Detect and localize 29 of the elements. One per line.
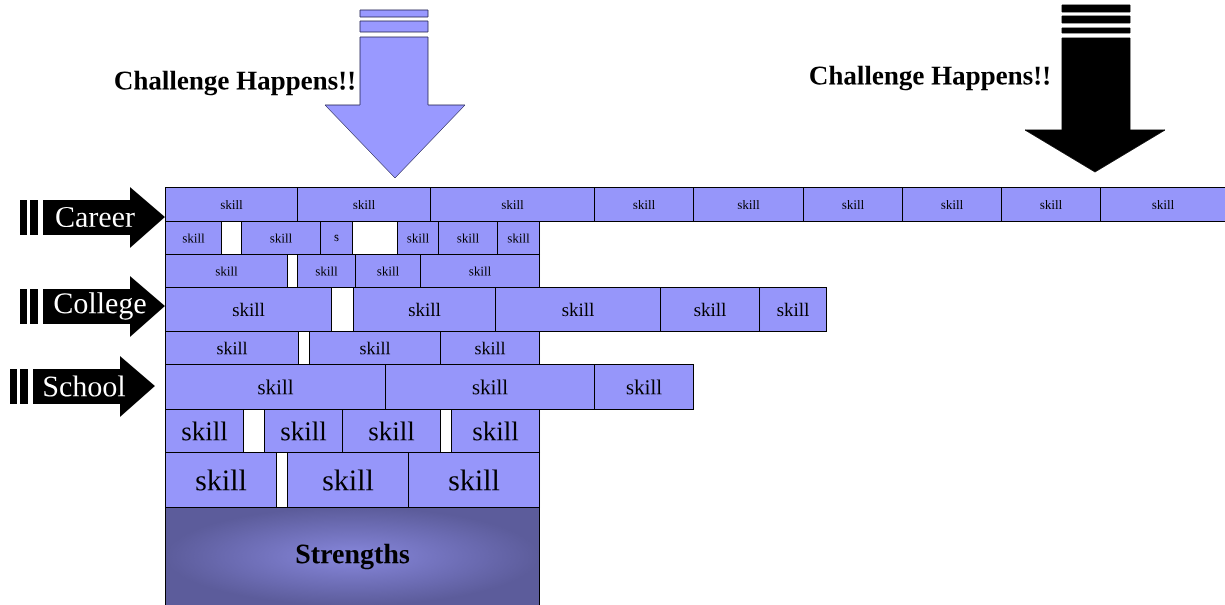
- skill-brick: skill: [451, 409, 540, 453]
- skill-brick: skill: [438, 221, 498, 255]
- skill-brick: skill: [165, 331, 299, 365]
- foundation-block: Strengths: [165, 507, 540, 605]
- skill-brick: skill: [759, 287, 827, 332]
- skill-brick: skill: [693, 187, 804, 222]
- skill-brick: skill: [902, 187, 1002, 222]
- skill-brick: skill: [397, 221, 439, 255]
- callout-text: Challenge Happens!!: [115, 70, 354, 96]
- skill-brick: skill: [440, 331, 540, 365]
- skill-brick: skill: [287, 452, 409, 508]
- skill-brick: skill: [594, 364, 694, 410]
- skill-brick: s: [320, 221, 353, 255]
- skill-brick: skill: [165, 409, 244, 453]
- callout-text: Challenge Happens!!: [810, 65, 1049, 91]
- skill-brick: skill: [355, 254, 421, 288]
- skill-brick: skill: [309, 331, 441, 365]
- skill-brick: skill: [165, 452, 277, 508]
- skill-brick: skill: [660, 287, 760, 332]
- skill-brick: skill: [408, 452, 540, 508]
- skill-brick: skill: [297, 254, 356, 288]
- skill-brick: skill: [803, 187, 903, 222]
- skill-brick: skill: [594, 187, 694, 222]
- skill-brick: skill: [165, 221, 222, 255]
- skill-brick: skill: [264, 409, 343, 453]
- skill-brick: skill: [342, 409, 441, 453]
- skill-brick: skill: [1100, 187, 1225, 222]
- skill-brick: skill: [497, 221, 540, 255]
- skill-brick: skill: [1001, 187, 1101, 222]
